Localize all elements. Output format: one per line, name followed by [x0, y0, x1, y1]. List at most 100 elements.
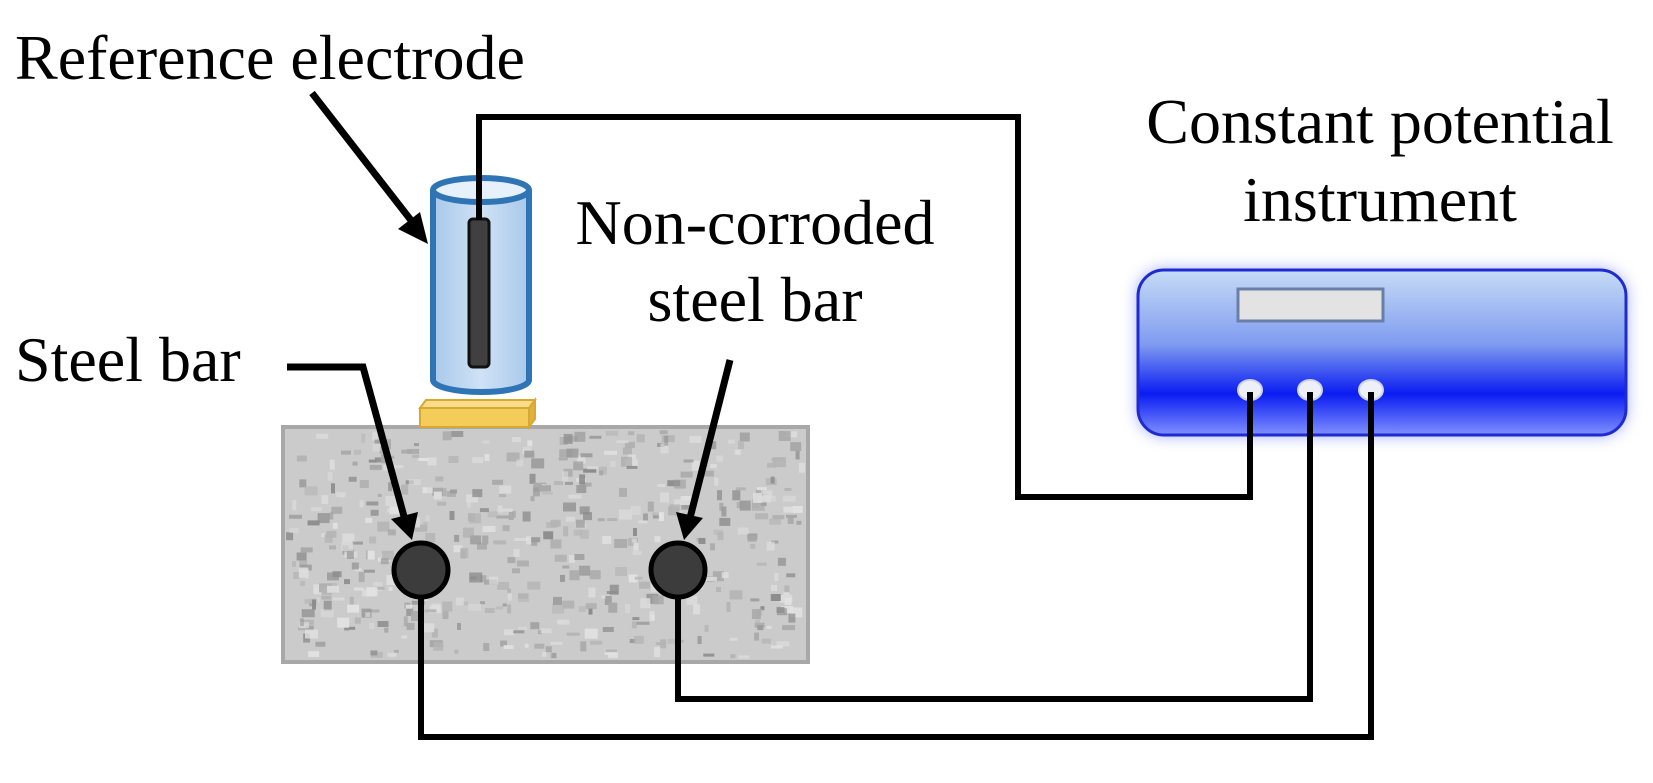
concrete-speckle [660, 492, 669, 503]
concrete-speckle [332, 597, 345, 601]
concrete-speckle [518, 626, 528, 630]
pointer-reference-electrode [309, 90, 428, 244]
concrete-speckle [407, 448, 420, 454]
concrete-speckle [719, 502, 724, 511]
concrete-speckle [502, 603, 507, 607]
concrete-speckle [787, 516, 794, 524]
concrete-speckle [466, 494, 478, 503]
concrete-speckle [778, 431, 791, 441]
concrete-speckle [425, 515, 430, 521]
concrete-speckle [784, 585, 790, 593]
concrete-speckle [783, 592, 790, 596]
concrete-speckle [628, 431, 635, 436]
concrete-speckle [530, 622, 540, 630]
concrete-speckle [337, 617, 350, 628]
concrete-speckle [292, 561, 296, 567]
concrete-speckle [790, 442, 802, 452]
concrete-speckle [305, 625, 314, 631]
concrete-speckle [380, 558, 389, 565]
concrete-speckle [499, 494, 506, 498]
concrete-speckle [506, 452, 520, 462]
concrete-speckle [531, 458, 545, 469]
concrete-speckle [538, 630, 542, 635]
label-reference-electrode: Reference electrode [15, 22, 525, 93]
concrete-speckle [583, 468, 597, 473]
concrete-speckle [354, 617, 361, 624]
concrete-speckle [622, 447, 632, 455]
concrete-speckle [412, 454, 420, 458]
concrete-speckle [590, 640, 603, 645]
concrete-speckle [533, 487, 540, 497]
label-non-corroded-line2: steel bar [647, 264, 863, 335]
concrete-speckle [361, 433, 366, 443]
concrete-speckle [424, 609, 437, 613]
concrete-speckle [767, 462, 776, 468]
concrete-speckle [524, 450, 535, 458]
concrete-speckle [608, 602, 618, 613]
concrete-speckle [451, 431, 464, 437]
concrete-speckle [737, 527, 749, 535]
concrete-speckle [527, 440, 533, 447]
concrete-speckle [686, 595, 698, 605]
concrete-speckle [304, 598, 318, 604]
concrete-speckle [630, 505, 641, 515]
concrete-speckle [721, 572, 729, 579]
concrete-speckle [756, 562, 767, 566]
label-non-corroded-line1: Non-corroded [575, 187, 935, 258]
concrete-speckle [403, 616, 408, 627]
concrete-speckle [717, 532, 724, 541]
concrete-speckle [609, 584, 619, 595]
concrete-speckle [329, 512, 334, 520]
concrete-speckle [756, 487, 767, 491]
concrete-speckle [639, 581, 651, 589]
concrete-speckle [341, 450, 351, 455]
concrete-speckle [650, 615, 655, 621]
concrete-speckle [448, 456, 459, 463]
concrete-speckle [653, 515, 662, 519]
concrete-speckle [734, 449, 741, 455]
concrete-speckle [747, 535, 757, 542]
concrete-speckle [351, 562, 359, 570]
concrete-speckle [540, 628, 552, 634]
concrete-speckle [450, 489, 457, 494]
concrete-speckle [629, 639, 636, 643]
concrete-speckle [482, 535, 489, 545]
concrete-speckle [712, 571, 724, 582]
concrete-speckle [668, 506, 680, 516]
concrete-speckle [401, 635, 408, 639]
concrete-speckle [680, 471, 693, 478]
concrete-speckle [298, 567, 308, 578]
concrete-speckle [310, 507, 322, 512]
concrete-speckle [321, 533, 326, 538]
concrete-speckle [568, 494, 582, 499]
concrete-speckle [292, 500, 297, 511]
concrete-speckle [321, 595, 332, 600]
concrete-speckle [531, 540, 538, 546]
concrete-speckle [698, 538, 706, 544]
concrete-speckle [387, 529, 396, 536]
concrete-speckle [545, 646, 552, 653]
concrete-speckle [631, 621, 637, 629]
concrete-speckle [512, 568, 520, 574]
concrete-speckle [640, 598, 651, 609]
concrete-speckle [539, 485, 551, 492]
concrete-speckle [721, 506, 727, 517]
concrete-speckle [616, 440, 629, 444]
concrete-speckle [710, 543, 715, 551]
concrete-speckle [716, 455, 724, 462]
concrete-speckle [329, 459, 335, 470]
concrete-speckle [680, 496, 692, 505]
concrete-speckle [678, 639, 684, 643]
concrete-speckle [632, 551, 642, 556]
concrete-speckle [633, 528, 637, 536]
electrode-base-pad [418, 397, 537, 430]
concrete-speckle [643, 513, 648, 521]
concrete-speckle [508, 512, 514, 520]
concrete-speckle [414, 443, 419, 447]
concrete-speckle [566, 448, 579, 458]
concrete-speckle [344, 626, 356, 630]
concrete-speckle [516, 459, 524, 467]
concrete-speckle [449, 511, 455, 520]
concrete-speckle [406, 622, 415, 630]
